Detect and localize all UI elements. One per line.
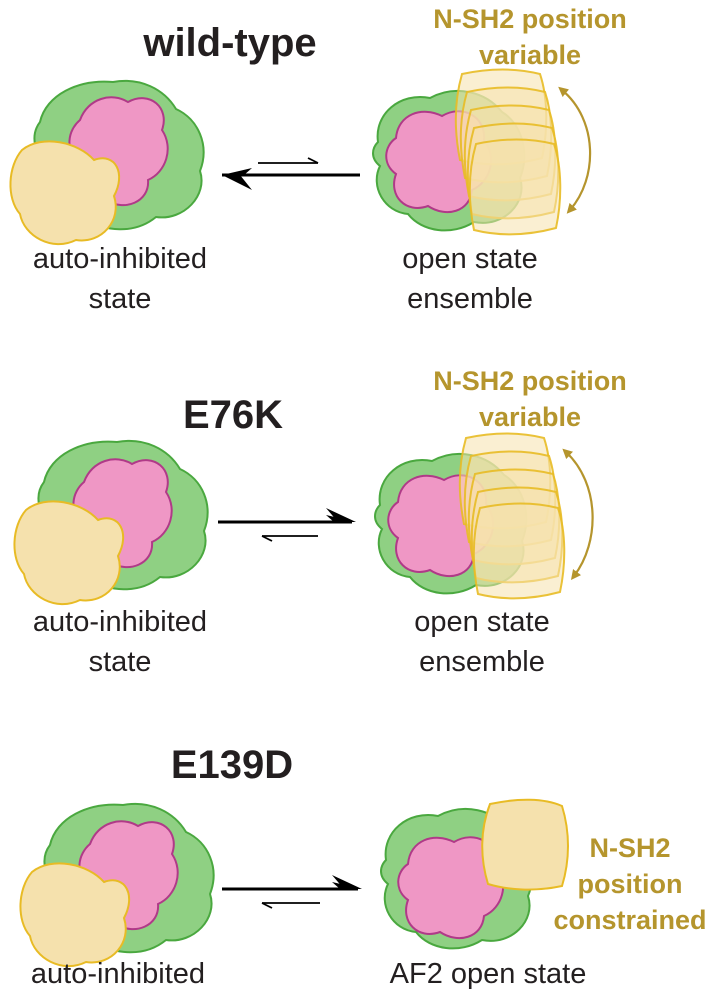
n-sh2-domain bbox=[481, 798, 569, 891]
panel-title: wild-type bbox=[142, 21, 316, 65]
auto-inhibited-state-glyph bbox=[9, 79, 205, 246]
panel-e139d: E139D auto-inhibited N-SH2 position cons… bbox=[19, 743, 707, 990]
nsh2-note-line1: N-SH2 position bbox=[433, 4, 627, 34]
right-state-label-line1: open state bbox=[414, 606, 549, 638]
variable-position-arrow bbox=[558, 86, 592, 214]
left-state-label-line2: state bbox=[89, 283, 152, 315]
n-sh2-conformer bbox=[468, 138, 562, 236]
right-state-label-line2: ensemble bbox=[419, 646, 545, 678]
open-state-ensemble-glyph bbox=[372, 68, 592, 236]
panel-wild-type: wild-type auto-inhibited state N-SH2 pos… bbox=[9, 4, 627, 315]
panel-e76k: E76K auto-inhibited state N-SH2 position… bbox=[13, 366, 627, 678]
nsh2-note-line1: N-SH2 bbox=[589, 833, 670, 863]
open-state-ensemble-glyph bbox=[374, 432, 594, 600]
panel-title: E76K bbox=[183, 393, 283, 437]
equilibrium-arrows bbox=[218, 508, 356, 542]
left-state-label-line1: auto-inhibited bbox=[33, 606, 207, 638]
left-state-label-line2: state bbox=[89, 646, 152, 678]
nsh2-note-line3: constrained bbox=[553, 905, 706, 935]
equilibrium-arrows bbox=[222, 157, 360, 190]
nsh2-note-line2: variable bbox=[479, 40, 581, 70]
left-state-label-line1: auto-inhibited bbox=[33, 243, 207, 275]
panel-title: E139D bbox=[171, 743, 293, 787]
nsh2-note-line2: variable bbox=[479, 402, 581, 432]
right-state-label-line2: ensemble bbox=[407, 283, 533, 315]
right-state-label-line1: open state bbox=[402, 243, 537, 275]
af2-open-state-glyph bbox=[380, 798, 569, 950]
equilibrium-arrows bbox=[222, 875, 362, 909]
nsh2-note-line1: N-SH2 position bbox=[433, 366, 627, 396]
auto-inhibited-state-glyph bbox=[13, 439, 209, 606]
variable-position-arrow bbox=[562, 448, 594, 580]
left-state-label-line1: auto-inhibited bbox=[31, 958, 205, 990]
right-state-label-line1: AF2 open state bbox=[390, 958, 587, 990]
n-sh2-conformer bbox=[472, 502, 566, 600]
auto-inhibited-state-glyph bbox=[19, 802, 215, 968]
nsh2-note-line2: position bbox=[578, 869, 683, 899]
